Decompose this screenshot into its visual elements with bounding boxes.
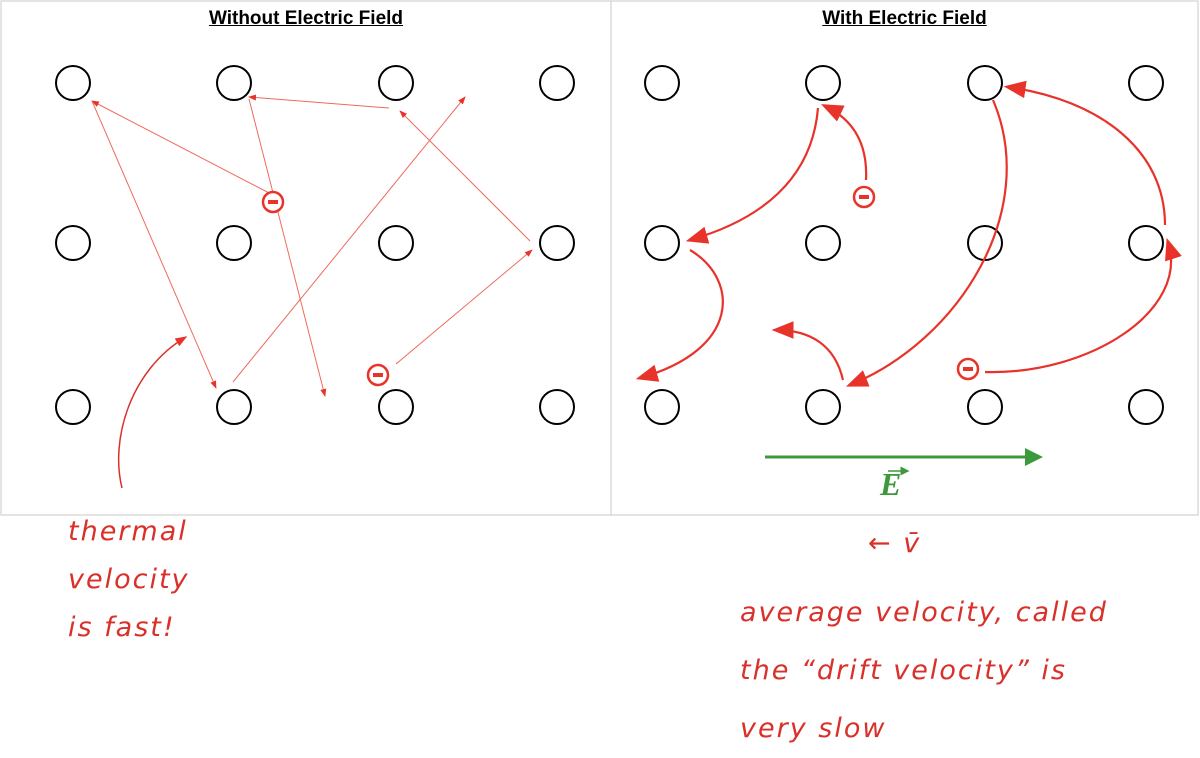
ion <box>216 389 252 425</box>
ion <box>539 65 575 101</box>
ion <box>378 65 414 101</box>
thermal-pointer-arrow <box>117 336 188 489</box>
path-segment <box>399 110 531 242</box>
ion <box>55 65 91 101</box>
minus-sign <box>268 200 278 204</box>
note-line: is fast! <box>68 612 176 643</box>
drift-segment <box>685 107 820 244</box>
ion <box>1128 225 1164 261</box>
electrons <box>261 185 980 387</box>
ion <box>55 389 91 425</box>
path-segment <box>232 96 466 383</box>
minus-sign <box>859 195 869 199</box>
ion <box>967 65 1003 101</box>
left-panel-border <box>0 0 612 516</box>
ion-lattice <box>55 65 1164 425</box>
electron <box>366 363 390 387</box>
right-panel-title: With Electric Field <box>822 8 987 29</box>
ion <box>644 389 680 425</box>
ion <box>539 225 575 261</box>
electron <box>956 357 980 381</box>
ion <box>378 389 414 425</box>
ion <box>55 225 91 261</box>
thermal-velocity-note: thermal velocity is fast! <box>68 508 190 652</box>
drift-velocity-note: average velocity, called the “drift velo… <box>740 584 1108 758</box>
drift-segment <box>845 99 1008 387</box>
ion <box>539 389 575 425</box>
path-segment <box>248 94 390 109</box>
ion <box>216 225 252 261</box>
drift-segment <box>821 104 868 181</box>
minus-sign <box>963 367 973 371</box>
path-segment <box>395 249 533 365</box>
left-panel-title: Without Electric Field <box>208 8 404 29</box>
ion <box>1128 389 1164 425</box>
thermal-paths <box>91 94 533 397</box>
note-line: velocity <box>68 564 190 595</box>
drift-segment <box>771 321 845 381</box>
right-panel-border <box>610 0 1199 516</box>
drift-paths <box>635 80 1182 387</box>
electron <box>261 190 285 214</box>
note-line: the “drift velocity” is <box>740 655 1067 686</box>
note-line: very slow <box>740 713 887 744</box>
minus-sign <box>373 373 383 377</box>
ion <box>644 225 680 261</box>
drift-segment <box>635 249 724 382</box>
ion <box>378 225 414 261</box>
ion <box>644 65 680 101</box>
drift-segment <box>1003 80 1167 226</box>
ion <box>805 65 841 101</box>
ion <box>805 389 841 425</box>
path-segment <box>248 98 327 397</box>
ion <box>1128 65 1164 101</box>
ion <box>967 389 1003 425</box>
drift-segment <box>984 237 1182 374</box>
note-line: average velocity, called <box>740 597 1108 628</box>
path-segment <box>91 100 217 389</box>
mean-velocity-symbol: ← v̄ <box>868 528 922 559</box>
electron <box>852 185 876 209</box>
path-segment <box>91 100 274 196</box>
ion <box>805 225 841 261</box>
note-line: thermal <box>68 516 188 547</box>
ion <box>216 65 252 101</box>
electric-field-label: E <box>880 466 902 502</box>
